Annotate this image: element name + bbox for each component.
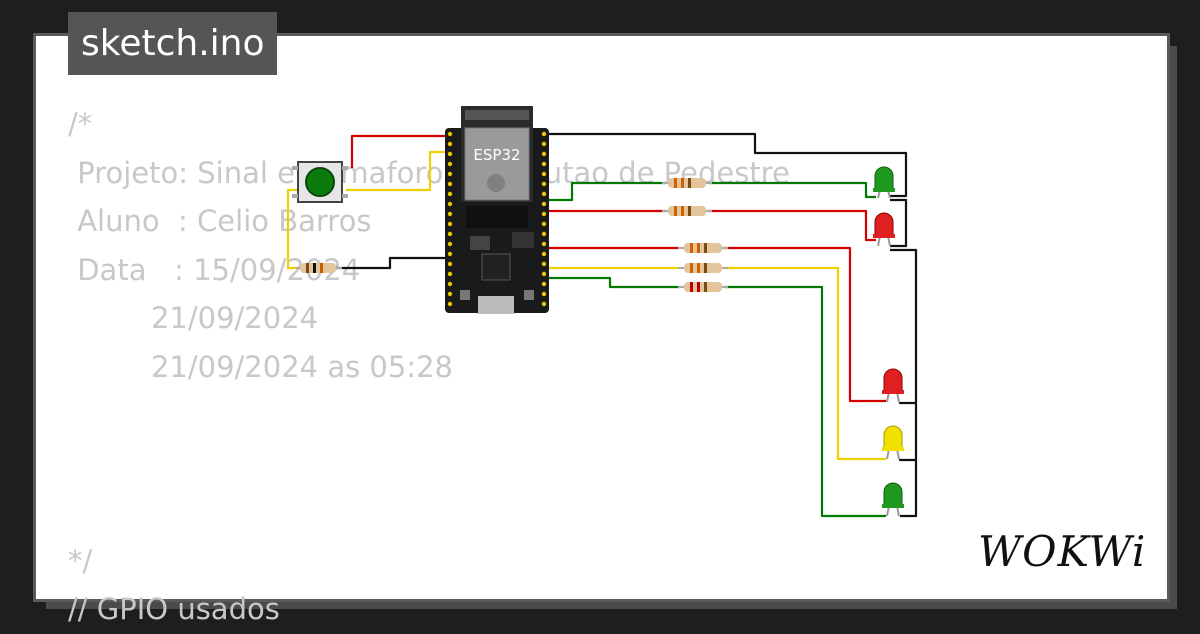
- wire-green: [724, 285, 886, 518]
- esp32-board: ESP32: [445, 106, 549, 314]
- code-line-10: */: [68, 543, 93, 578]
- wire-red: [724, 246, 886, 403]
- wire-yellow: [346, 150, 448, 192]
- file-tab[interactable]: sketch.ino: [68, 12, 278, 75]
- wire-red: [350, 134, 448, 168]
- code-line-6: 21/09/2024 as 05:28: [68, 349, 454, 384]
- code-line-5: 21/09/2024: [68, 301, 319, 335]
- resistor: [662, 206, 712, 216]
- code-line-3: Aluno : Celio Barros: [68, 204, 372, 238]
- leds: [873, 166, 904, 517]
- wire-black: [336, 256, 448, 270]
- code-line-11: // GPIO usados: [68, 592, 280, 626]
- wire-yellow: [286, 188, 300, 270]
- wire-yellow: [724, 266, 886, 461]
- resistors: [296, 178, 728, 292]
- pushbutton: [292, 161, 348, 203]
- resistor: [662, 178, 712, 188]
- wire-green: [548, 276, 680, 289]
- led-yellow: [882, 425, 904, 460]
- wire-black: [890, 248, 918, 518]
- wires: [286, 132, 918, 518]
- wire-green: [708, 181, 876, 199]
- code-line-1: /*: [68, 107, 93, 141]
- led-red: [873, 212, 895, 247]
- resistor: [678, 243, 728, 253]
- led-green: [882, 482, 904, 517]
- wokwi-logo: WOKWi: [978, 527, 1147, 576]
- led-green: [873, 166, 895, 199]
- board-label: ESP32: [473, 146, 520, 164]
- wire-red: [708, 209, 876, 242]
- led-red: [882, 368, 904, 403]
- wire-green: [548, 181, 666, 202]
- wire-black: [890, 198, 908, 248]
- wire-black: [548, 132, 908, 198]
- resistor: [678, 282, 728, 292]
- resistor: [296, 263, 342, 273]
- preview-card: [33, 33, 1170, 602]
- resistor: [678, 263, 728, 273]
